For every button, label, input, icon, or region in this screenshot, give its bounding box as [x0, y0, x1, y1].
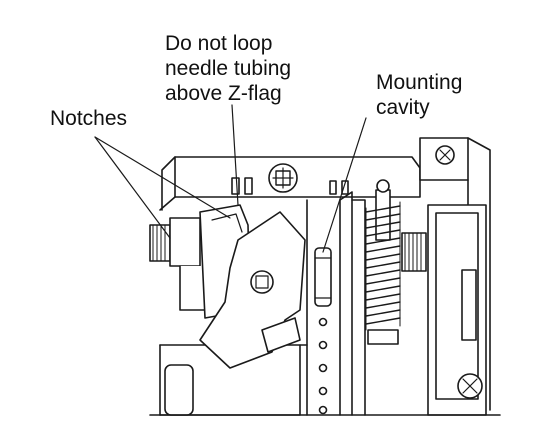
mounting-cavity-line-1: Mounting: [376, 71, 463, 94]
mounting-cavity: [314, 247, 332, 307]
leader-loop: [231, 104, 239, 206]
mounting-cavity-line-2: cavity: [376, 96, 430, 119]
spring: [365, 205, 401, 325]
tubing-warning-line-2: needle tubing: [165, 57, 292, 80]
tubing-warning-line-3: above Z-flag: [165, 82, 282, 105]
mounting-cavity-label: Mounting cavity: [376, 70, 462, 120]
tubing-warning-label: Do not loop needle tubing above Z-flag: [165, 31, 291, 106]
tubing-warning-line-1: Do not loop: [165, 32, 273, 55]
vertical-rail: [306, 199, 341, 416]
notches-label: Notches: [50, 107, 128, 130]
leader-notches-2: [94, 136, 231, 219]
leader-notches-1: [94, 136, 171, 239]
right-knob: [401, 232, 427, 272]
z-flag-screw: [250, 270, 274, 294]
leader-mounting: [322, 117, 367, 253]
